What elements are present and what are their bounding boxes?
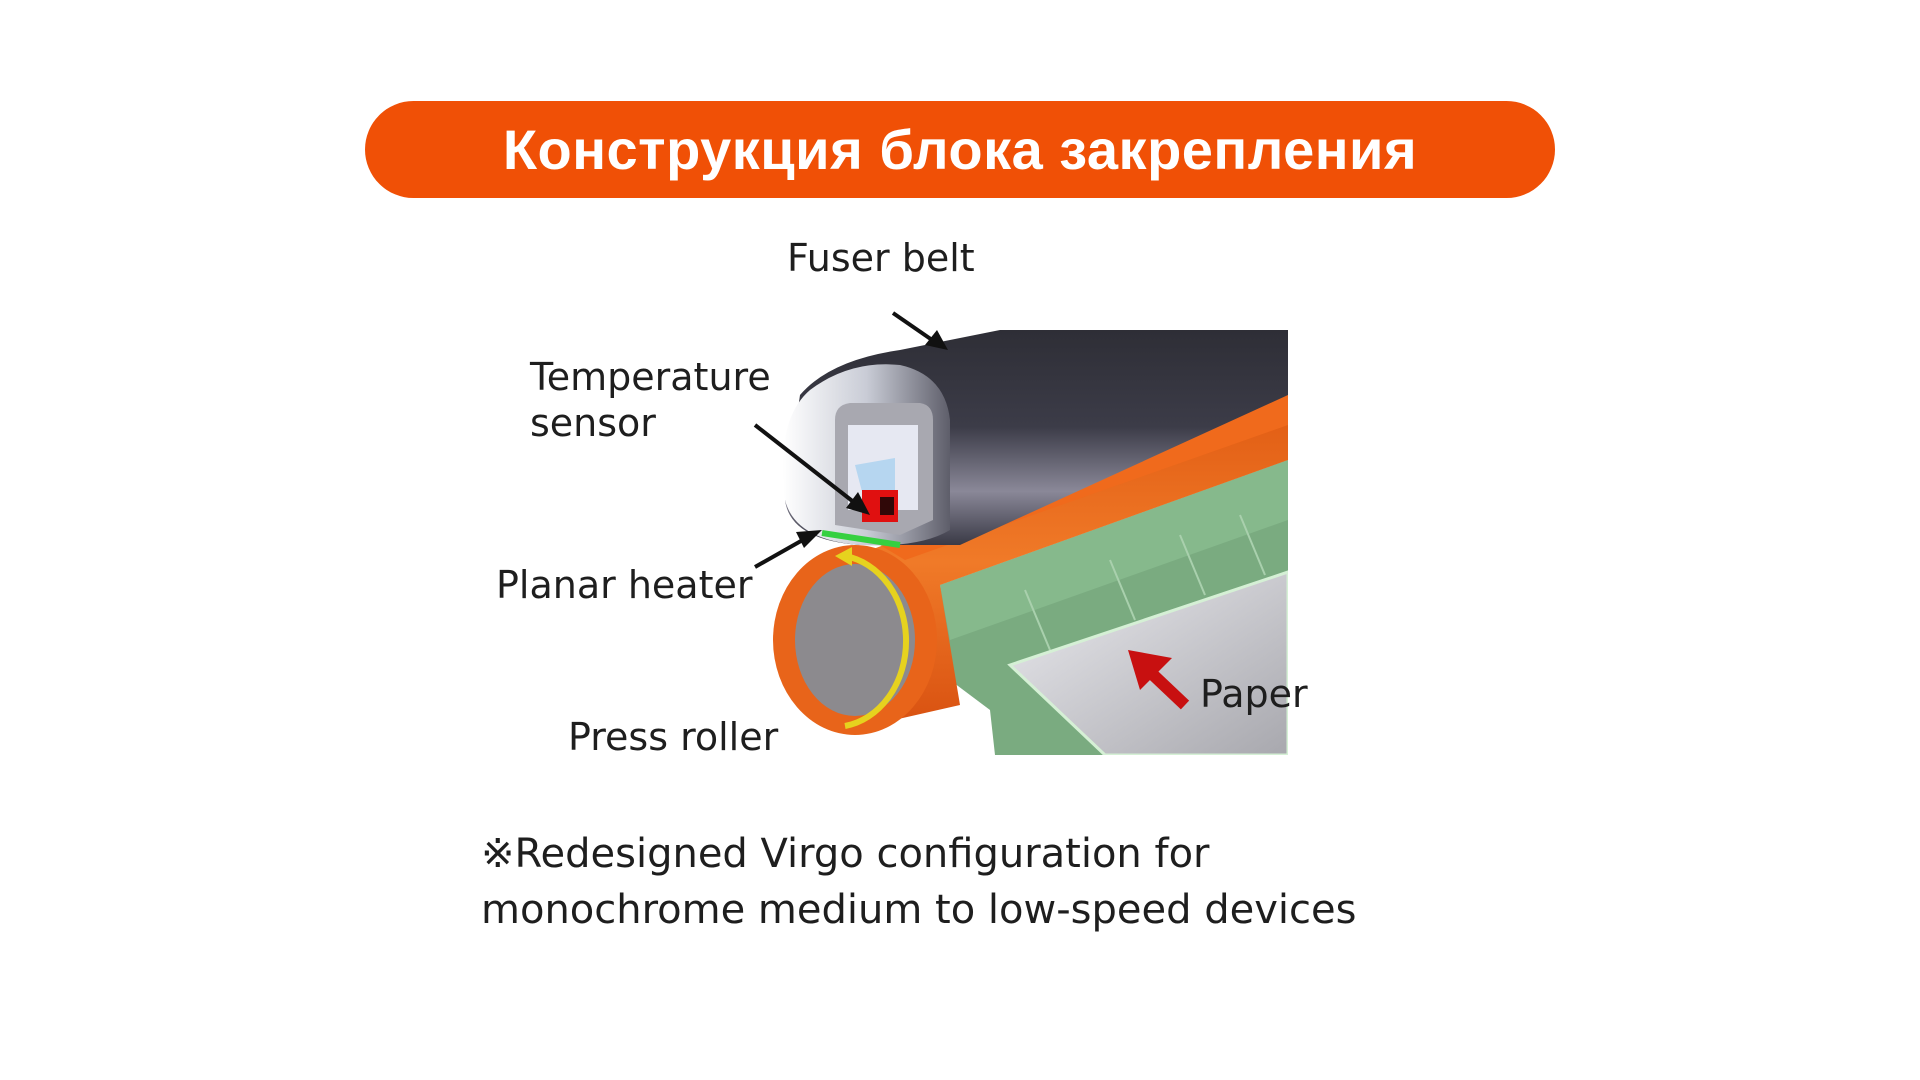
title-banner: Конструкция блока закрепления <box>365 101 1555 198</box>
caption-line-1: ※Redesigned Virgo configuration for <box>481 831 1210 877</box>
label-press-roller: Press roller <box>568 715 779 759</box>
fuser-belt <box>782 330 1288 546</box>
label-planar-heater: Planar heater <box>496 563 753 607</box>
label-temperature-sensor-line2: sensor <box>530 401 656 445</box>
paper-direction-arrow-icon <box>1128 650 1190 710</box>
temperature-sensor <box>862 490 898 522</box>
planar-heater <box>821 530 901 548</box>
caption-line-2: monochrome medium to low-speed devices <box>481 887 1357 933</box>
leader-arrows <box>753 311 948 569</box>
rotation-arrow-icon <box>844 553 910 729</box>
diagram-caption: ※Redesigned Virgo configuration for mono… <box>481 826 1356 938</box>
label-temperature-sensor-line1: Temperature <box>530 355 771 399</box>
label-paper: Paper <box>1200 672 1308 716</box>
label-temperature-sensor: Temperature sensor <box>530 354 771 446</box>
label-fuser-belt: Fuser belt <box>787 236 975 280</box>
page-title: Конструкция блока закрепления <box>502 118 1418 181</box>
